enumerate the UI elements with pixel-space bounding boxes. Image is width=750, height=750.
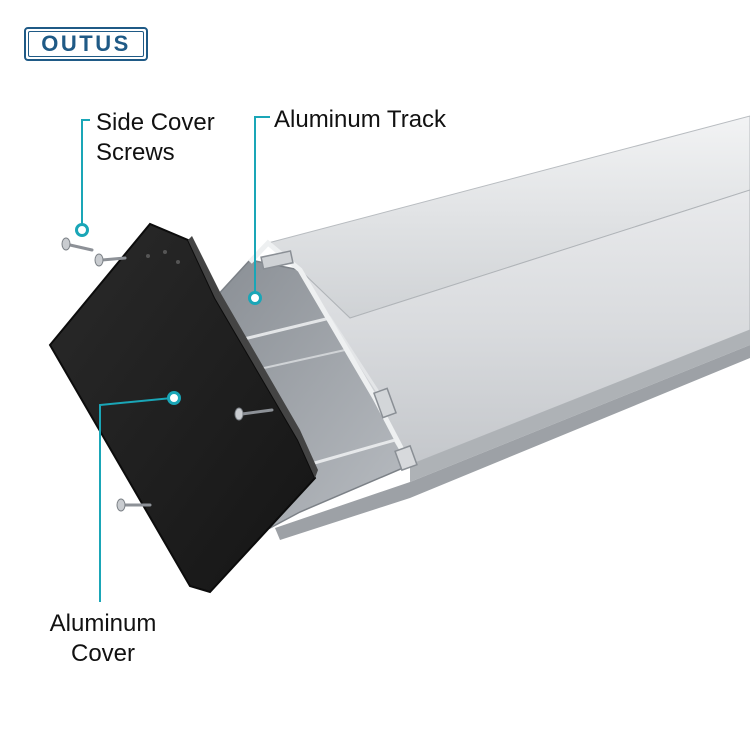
label-aluminum-track: Aluminum Track [274,106,447,133]
aluminum-cover [48,222,318,594]
callouts [81,116,270,602]
aluminum-track [214,115,750,540]
label-aluminum-cover-line2: Cover [70,640,136,667]
label-aluminum-cover-line1: Aluminum [49,610,157,637]
screw-1 [61,237,94,252]
callout-line-track [254,116,270,298]
logo-text: OUTUS [41,31,131,56]
label-aluminum-cover: Aluminum Cover [44,609,162,669]
screw-4 [116,498,152,512]
track-profile-rim [248,239,413,467]
screw-3 [234,407,274,421]
callout-dots [75,223,262,405]
cover-edge [188,236,318,478]
label-side-cover-screws: Side Cover Screws [96,108,215,168]
callout-dot-screws [75,223,89,237]
cover-hole-2 [163,250,167,254]
label-side-cover-screws-line1: Side Cover [96,109,215,136]
track-side-clip [373,387,397,419]
track-base-strip [275,345,750,540]
brand-logo: OUTUS [24,27,148,61]
label-side-cover-screws-line2: Screws [96,139,175,166]
track-top-clip [260,250,294,270]
track-bottom-clip [394,444,418,472]
cover-hole-3 [176,260,180,264]
screw-2 [94,253,127,267]
side-cover-screws [61,237,274,512]
cover-hole-1 [146,254,150,258]
track-lower-edge [410,330,750,482]
callout-dot-track [248,291,262,305]
callout-line-screws [81,119,90,230]
callout-line-cover [99,397,173,602]
logo-inner-border [28,31,144,57]
callout-dot-cover [167,391,181,405]
